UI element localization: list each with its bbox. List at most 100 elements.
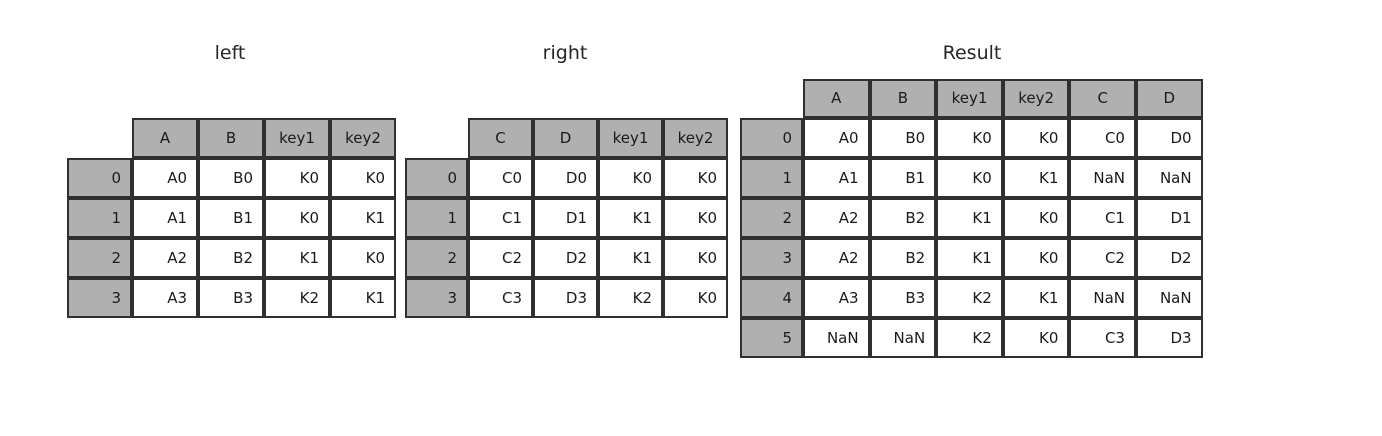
column-header-right-3: key2 xyxy=(663,118,728,158)
cell-result-r2-c4: C1 xyxy=(1069,198,1136,238)
column-header-left-2: key1 xyxy=(264,118,330,158)
column-header-result-3: key2 xyxy=(1002,79,1070,118)
row-index-left-2: 2 xyxy=(67,238,132,278)
cell-left-r1-c2: K0 xyxy=(264,198,330,238)
cell-result-r3-c1: B2 xyxy=(869,238,937,278)
cell-result-r1-c0: A1 xyxy=(803,158,870,198)
cell-right-r3-c3: K0 xyxy=(663,278,728,318)
cell-left-r3-c3: K1 xyxy=(330,278,396,318)
cell-result-r1-c1: B1 xyxy=(869,158,937,198)
cell-left-r3-c1: B3 xyxy=(198,278,264,318)
cell-right-r3-c0: C3 xyxy=(468,278,533,318)
cell-right-r0-c3: K0 xyxy=(663,158,728,198)
cell-result-r3-c3: K0 xyxy=(1002,238,1070,278)
cell-result-r5-c3: K0 xyxy=(1002,318,1070,358)
cell-result-r5-c5: D3 xyxy=(1136,318,1203,358)
cell-result-r5-c0: NaN xyxy=(803,318,870,358)
cell-result-r2-c1: B2 xyxy=(869,198,937,238)
column-header-result-5: D xyxy=(1136,79,1203,118)
cell-result-r3-c4: C2 xyxy=(1069,238,1136,278)
column-header-left-3: key2 xyxy=(330,118,396,158)
cell-right-r1-c2: K1 xyxy=(598,198,663,238)
column-header-left-1: B xyxy=(198,118,264,158)
cell-result-r3-c2: K1 xyxy=(936,238,1003,278)
cell-right-r1-c3: K0 xyxy=(663,198,728,238)
cell-right-r0-c1: D0 xyxy=(533,158,598,198)
cell-right-r1-c0: C1 xyxy=(468,198,533,238)
cell-result-r5-c4: C3 xyxy=(1069,318,1136,358)
cell-result-r0-c3: K0 xyxy=(1002,118,1070,158)
row-index-left-3: 3 xyxy=(67,278,132,318)
row-index-result-3: 3 xyxy=(740,238,803,278)
cell-right-r3-c2: K2 xyxy=(598,278,663,318)
table-title-left: left xyxy=(214,42,246,64)
row-index-result-1: 1 xyxy=(740,158,803,198)
cell-right-r2-c1: D2 xyxy=(533,238,598,278)
cell-right-r2-c0: C2 xyxy=(468,238,533,278)
cell-left-r3-c0: A3 xyxy=(132,278,198,318)
cell-left-r2-c1: B2 xyxy=(198,238,264,278)
cell-right-r3-c1: D3 xyxy=(533,278,598,318)
cell-result-r0-c4: C0 xyxy=(1069,118,1136,158)
cell-right-r0-c2: K0 xyxy=(598,158,663,198)
column-header-result-0: A xyxy=(803,79,870,118)
cell-result-r1-c2: K0 xyxy=(936,158,1003,198)
cell-left-r1-c1: B1 xyxy=(198,198,264,238)
cell-result-r4-c0: A3 xyxy=(803,278,870,318)
cell-left-r2-c0: A2 xyxy=(132,238,198,278)
cell-result-r4-c4: NaN xyxy=(1069,278,1136,318)
cell-result-r3-c5: D2 xyxy=(1136,238,1203,278)
cell-result-r4-c5: NaN xyxy=(1136,278,1203,318)
row-index-result-2: 2 xyxy=(740,198,803,238)
cell-result-r1-c5: NaN xyxy=(1136,158,1203,198)
cell-left-r1-c0: A1 xyxy=(132,198,198,238)
row-index-result-4: 4 xyxy=(740,278,803,318)
cell-result-r1-c3: K1 xyxy=(1002,158,1070,198)
cell-result-r2-c2: K1 xyxy=(936,198,1003,238)
cell-result-r2-c0: A2 xyxy=(803,198,870,238)
row-index-right-3: 3 xyxy=(405,278,468,318)
cell-result-r4-c2: K2 xyxy=(936,278,1003,318)
cell-result-r0-c5: D0 xyxy=(1136,118,1203,158)
cell-result-r4-c1: B3 xyxy=(869,278,937,318)
cell-left-r0-c1: B0 xyxy=(198,158,264,198)
cell-right-r1-c1: D1 xyxy=(533,198,598,238)
table-title-right: right xyxy=(542,42,588,64)
column-header-left-0: A xyxy=(132,118,198,158)
cell-result-r0-c1: B0 xyxy=(869,118,937,158)
column-header-result-1: B xyxy=(869,79,937,118)
cell-left-r2-c2: K1 xyxy=(264,238,330,278)
column-header-result-4: C xyxy=(1069,79,1136,118)
cell-result-r5-c1: NaN xyxy=(869,318,937,358)
cell-left-r1-c3: K1 xyxy=(330,198,396,238)
row-index-left-0: 0 xyxy=(67,158,132,198)
cell-result-r0-c2: K0 xyxy=(936,118,1003,158)
column-header-right-2: key1 xyxy=(598,118,663,158)
cell-left-r3-c2: K2 xyxy=(264,278,330,318)
column-header-right-0: C xyxy=(468,118,533,158)
row-index-result-5: 5 xyxy=(740,318,803,358)
cell-right-r0-c0: C0 xyxy=(468,158,533,198)
cell-result-r3-c0: A2 xyxy=(803,238,870,278)
cell-left-r0-c0: A0 xyxy=(132,158,198,198)
cell-right-r2-c3: K0 xyxy=(663,238,728,278)
cell-left-r0-c3: K0 xyxy=(330,158,396,198)
row-index-right-1: 1 xyxy=(405,198,468,238)
cell-result-r5-c2: K2 xyxy=(936,318,1003,358)
cell-result-r2-c5: D1 xyxy=(1136,198,1203,238)
row-index-right-2: 2 xyxy=(405,238,468,278)
table-title-result: Result xyxy=(942,42,1002,64)
row-index-right-0: 0 xyxy=(405,158,468,198)
cell-result-r0-c0: A0 xyxy=(803,118,870,158)
row-index-result-0: 0 xyxy=(740,118,803,158)
cell-left-r0-c2: K0 xyxy=(264,158,330,198)
cell-right-r2-c2: K1 xyxy=(598,238,663,278)
cell-left-r2-c3: K0 xyxy=(330,238,396,278)
row-index-left-1: 1 xyxy=(67,198,132,238)
column-header-result-2: key1 xyxy=(936,79,1003,118)
column-header-right-1: D xyxy=(533,118,598,158)
